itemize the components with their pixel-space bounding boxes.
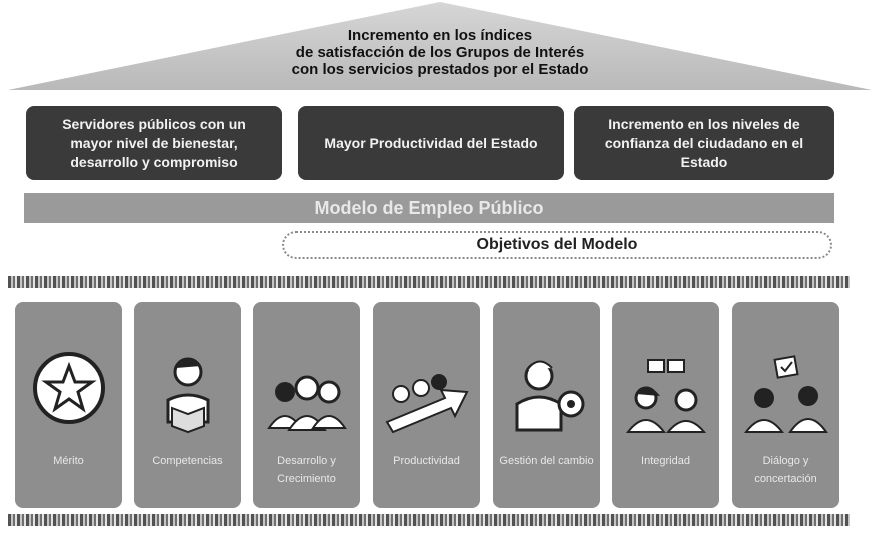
- roof-title: Incremento en los índices de satisfacció…: [200, 27, 680, 78]
- roof-title-line: de satisfacción de los Grupos de Interés: [295, 44, 585, 61]
- growth-arrow-icon: [385, 374, 469, 434]
- pillar-label: Diálogo y concertación: [754, 455, 817, 485]
- pillar-label: Integridad: [641, 455, 690, 467]
- roof-shape: [8, 2, 872, 90]
- model-band: Modelo de Empleo Público: [24, 193, 834, 223]
- pillar-desarrollo: Desarrollo y Crecimiento: [253, 302, 360, 508]
- agreement-icon: [744, 355, 828, 433]
- conversation-icon: [625, 359, 707, 433]
- pillar-label: Competencias: [152, 455, 223, 467]
- pillar-gestion: Gestión del cambio: [493, 302, 600, 508]
- pillar-label: Mérito: [53, 455, 84, 467]
- pillar-label: Gestión del cambio: [499, 455, 594, 467]
- pillar-dialogo: Diálogo y concertación: [732, 302, 839, 508]
- pillar-competencias: Competencias: [134, 302, 241, 508]
- team-icon: [267, 375, 347, 431]
- roof-title-line: Incremento en los índices: [347, 27, 533, 44]
- outcome-box-productividad: Mayor Productividad del Estado: [298, 106, 564, 180]
- bottom-stripe: [8, 514, 850, 526]
- top-stripe: [8, 276, 850, 288]
- pillar-label: Desarrollo y Crecimiento: [277, 455, 336, 485]
- star-icon: [33, 352, 105, 424]
- pillar-integridad: Integridad: [612, 302, 719, 508]
- outcome-box-confianza: Incremento en los niveles de confianza d…: [574, 106, 834, 180]
- outcome-box-servidores: Servidores públicos con un mayor nivel d…: [26, 106, 282, 180]
- person-gear-icon: [515, 360, 585, 432]
- reader-icon: [166, 357, 210, 434]
- pillar-productividad: Productividad: [373, 302, 480, 508]
- pillar-merito: Mérito: [15, 302, 122, 508]
- pillar-label: Productividad: [393, 455, 460, 467]
- objectives-label: Objetivos del Modelo: [282, 231, 832, 259]
- roof-title-line: con los servicios prestados por el Estad…: [291, 61, 589, 78]
